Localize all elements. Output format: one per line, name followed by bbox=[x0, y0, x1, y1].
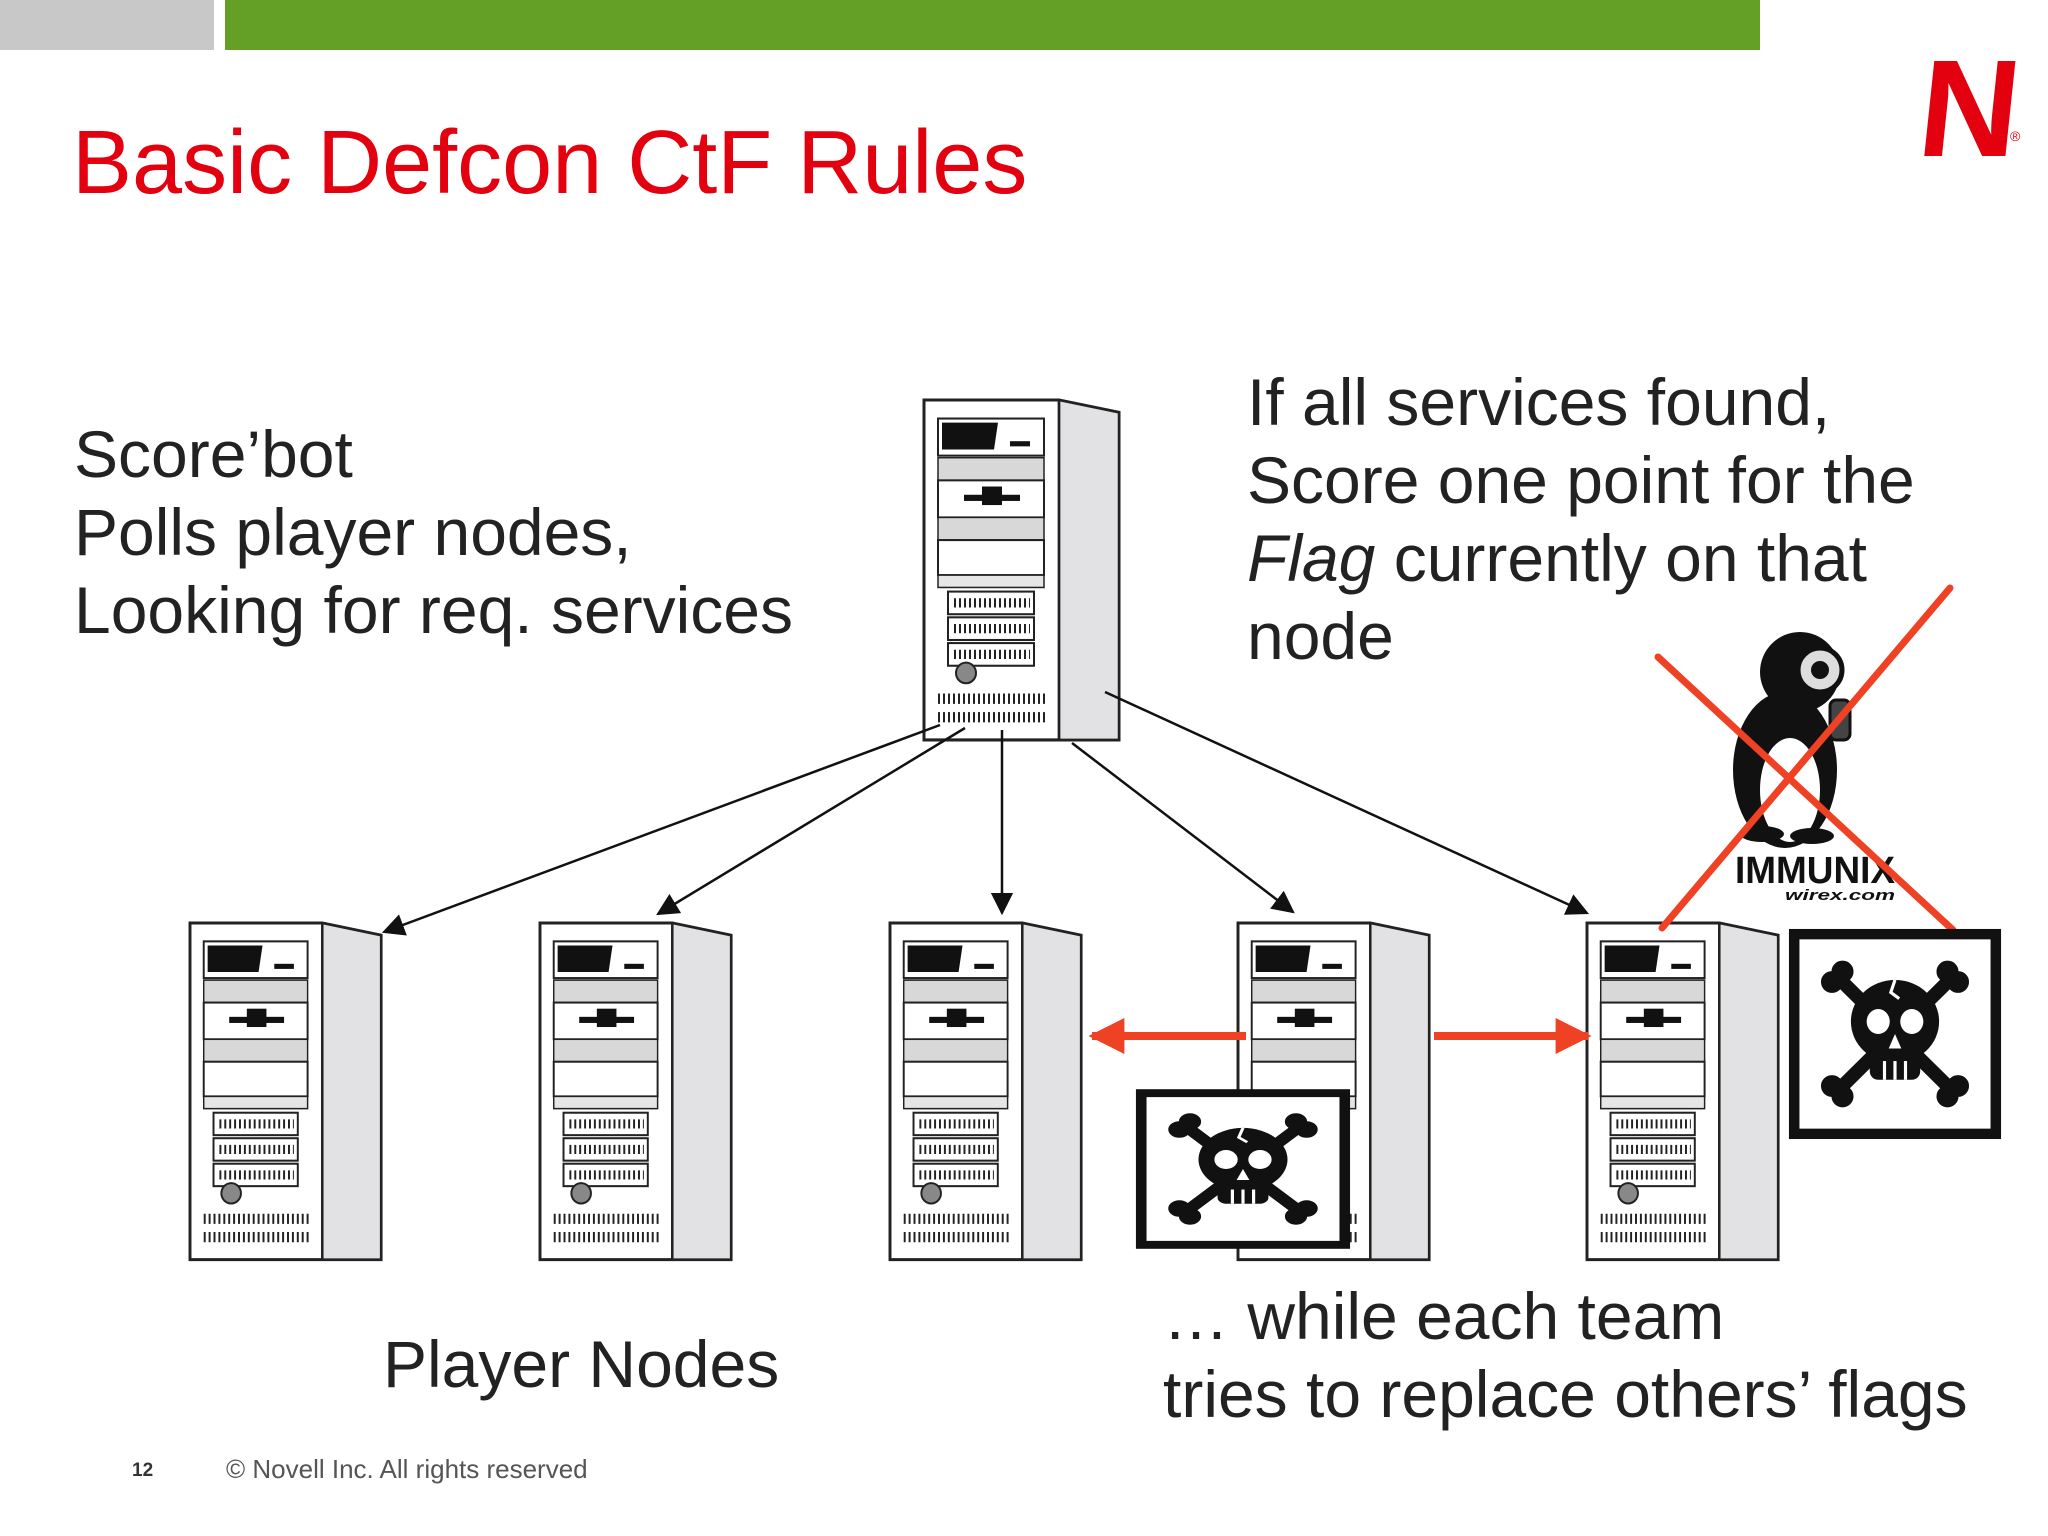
immunix-url: wirex.com bbox=[1785, 887, 1895, 904]
poll-arrow-node-4 bbox=[1071, 742, 1295, 914]
skull-flag-icon-1 bbox=[1141, 1093, 1345, 1245]
logo-registered-mark: ® bbox=[2010, 128, 2021, 144]
attack-line-1: … while each team bbox=[1163, 1279, 1725, 1353]
page-number: 12 bbox=[132, 1460, 154, 1481]
player-node-5-server-icon bbox=[1587, 923, 1778, 1260]
scorebot-server-icon bbox=[924, 400, 1119, 740]
scorebot-line-2: Polls player nodes, bbox=[74, 495, 632, 569]
scoring-line-4: node bbox=[1247, 599, 1394, 673]
scorebot-description: Score’bot Polls player nodes, Looking fo… bbox=[74, 415, 793, 649]
player-node-3-server-icon bbox=[890, 923, 1081, 1260]
skull-flag-icon-2 bbox=[1794, 934, 1996, 1134]
poll-arrow-node-2 bbox=[656, 726, 966, 916]
player-nodes-label: Player Nodes bbox=[383, 1327, 780, 1401]
scoring-line-3-rest: currently on that bbox=[1375, 521, 1867, 595]
scoring-line-2: Score one point for the bbox=[1247, 443, 1915, 517]
poll-arrow-node-1 bbox=[381, 723, 941, 936]
player-node-1-server-icon bbox=[190, 923, 381, 1260]
slide-title: Basic Defcon CtF Rules bbox=[72, 113, 1028, 213]
scoring-line-1: If all services found, bbox=[1247, 365, 1831, 439]
flag-word: Flag bbox=[1247, 521, 1376, 595]
scorebot-line-1: Score’bot bbox=[74, 417, 353, 491]
copyright-notice: © Novell Inc. All rights reserved bbox=[226, 1454, 588, 1484]
scoring-line-3: Flag currently on that bbox=[1247, 519, 1915, 597]
scorebot-line-3: Looking for req. services bbox=[74, 573, 794, 647]
player-node-2-server-icon bbox=[540, 923, 731, 1260]
polling-arrows bbox=[381, 690, 1590, 936]
immunix-name: IMMUNIX bbox=[1735, 850, 1896, 892]
attack-description: … while each team tries to replace other… bbox=[1163, 1277, 1968, 1433]
poll-arrow-node-5 bbox=[1104, 690, 1590, 915]
cross-out-mark bbox=[1654, 584, 1957, 934]
header-bar-green bbox=[225, 0, 1760, 50]
header-bar-gray bbox=[0, 0, 214, 50]
attack-line-2: tries to replace others’ flags bbox=[1163, 1357, 1968, 1431]
scoring-rule-description: If all services found, Score one point f… bbox=[1247, 363, 1915, 675]
